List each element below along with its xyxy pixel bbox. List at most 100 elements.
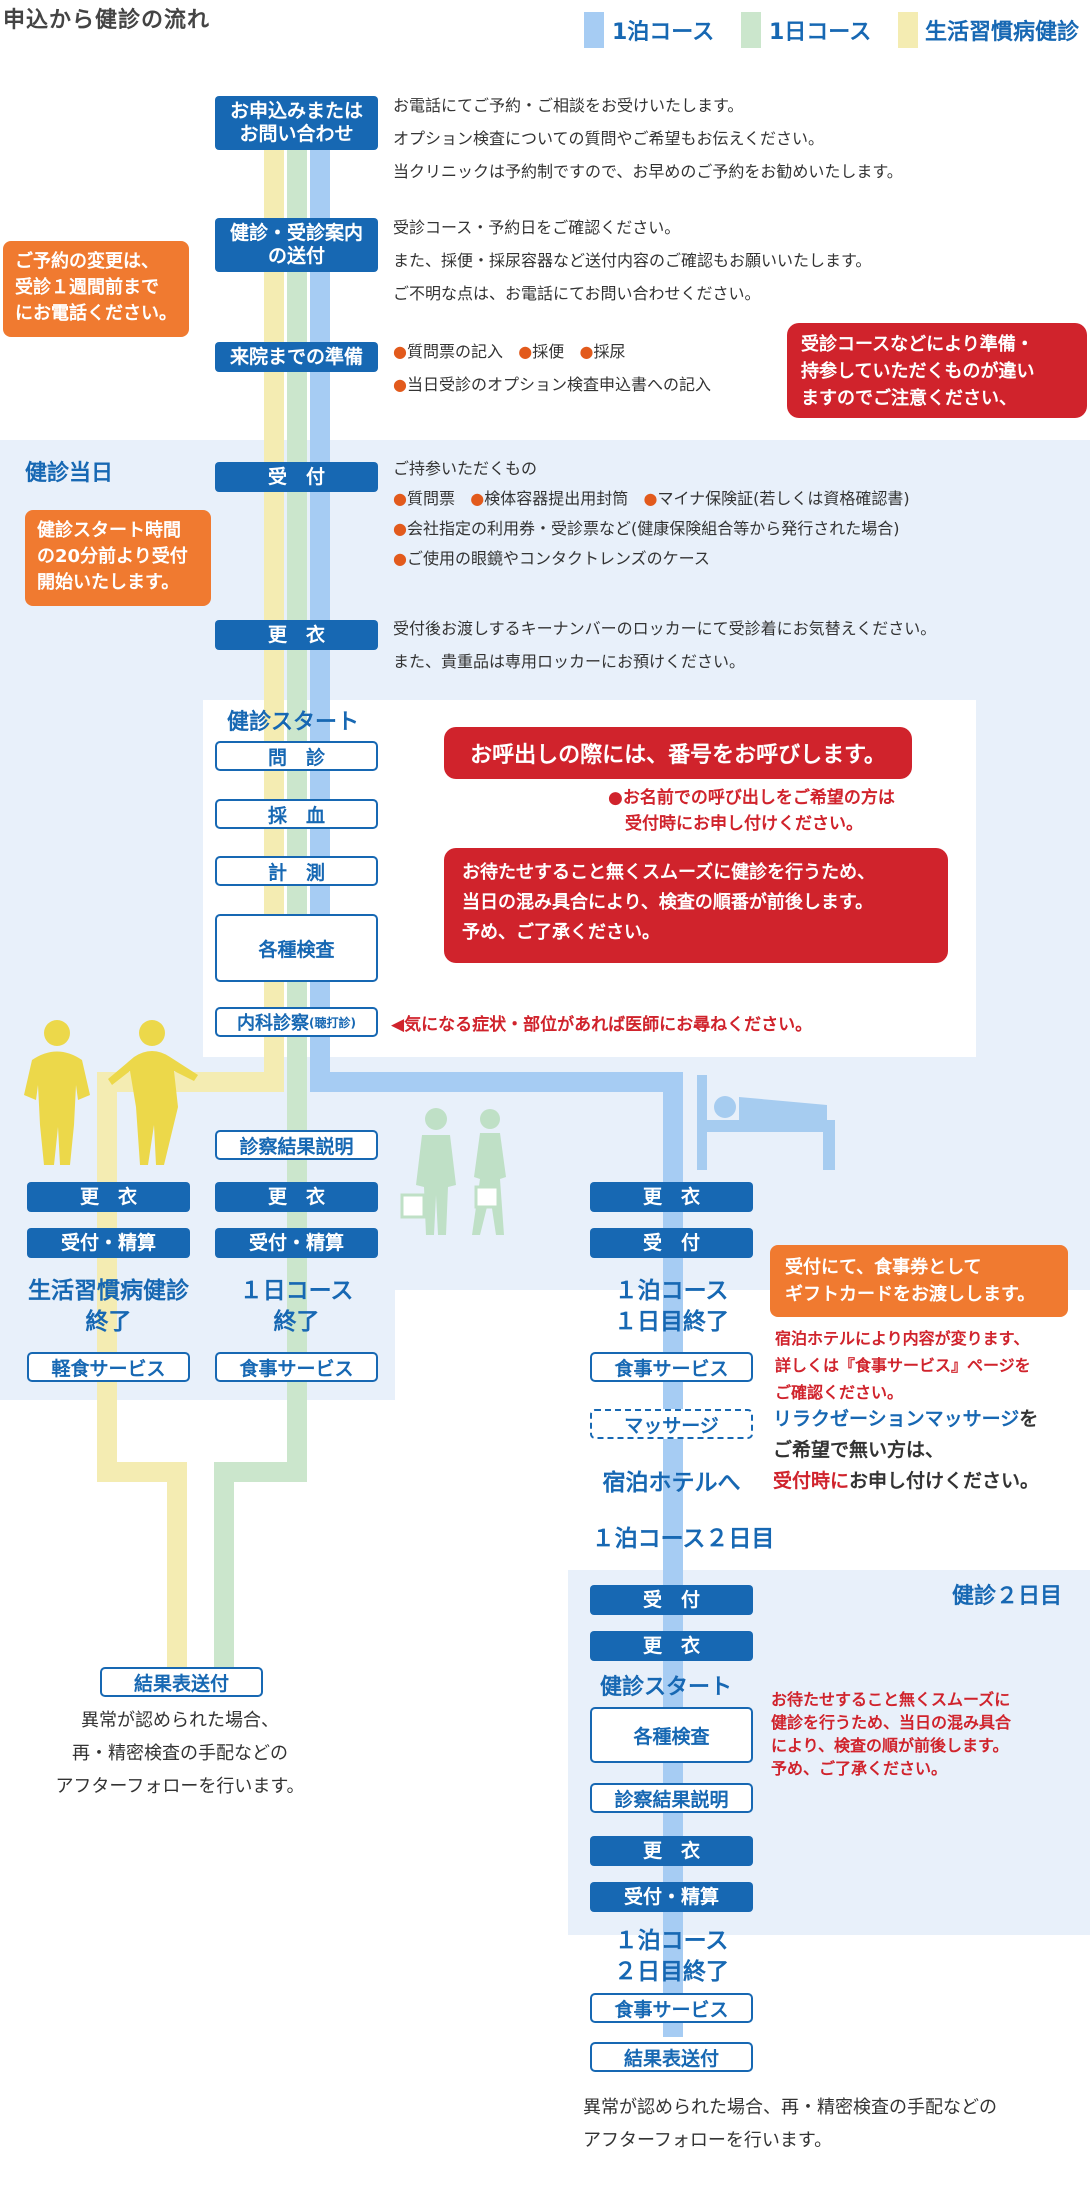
- prep-item: 質問票の記入: [406, 342, 503, 361]
- reception-text: ご持参いただくもの ●質問票 ●検体容器提出用封筒 ●マイナ保険証(若しくは資格…: [393, 454, 910, 574]
- step-interview: 問 診: [215, 741, 378, 771]
- step-exams: 各種検査: [215, 914, 378, 982]
- legend-swatch-day: [741, 12, 761, 48]
- bullet-dot: ●: [643, 489, 658, 508]
- day-payment: 受付・精算: [215, 1228, 378, 1258]
- change-text-line: また、貴重品は専用ロッカーにお預けください。: [393, 652, 746, 671]
- prep-warning: 受診コースなどにより準備・ 持参していただくものが違い ますのでご注意ください、: [787, 323, 1087, 418]
- day2-change: 更 衣: [590, 1631, 753, 1661]
- step-reception: 受 付: [215, 462, 378, 492]
- gift-card-note: 受付にて、食事券として ギフトカードをお渡しします。: [770, 1245, 1068, 1317]
- massage-text: ご希望で無い方は、: [773, 1439, 945, 1461]
- step-blood: 採 血: [215, 799, 378, 829]
- day2-followup: 異常が認められた場合、再・精密検査の手配などの アフターフォローを行います。: [583, 2097, 997, 2151]
- lane-lifestyle-end: [167, 1462, 187, 1670]
- legend-label-overnight: 1泊コース: [612, 20, 715, 45]
- prep-item: 採便: [532, 342, 565, 361]
- bullet-dot: ●: [393, 519, 407, 538]
- day2-result-explain: 診察結果説明: [590, 1783, 753, 1813]
- lane-overnight-turn: [310, 1072, 683, 1092]
- bullet-dot: ●: [393, 549, 407, 568]
- reception-item: 会社指定の利用券・受診票など(健康保険組合等から発行された場合): [406, 519, 900, 538]
- start-time-note: 健診スタート時間 の20分前より受付 開始いたします。: [25, 510, 211, 606]
- overnight-day2-heading: １泊コース２日目: [591, 1526, 775, 1552]
- prep-item: 採尿: [593, 342, 626, 361]
- order-change-note: お待たせすること無くスムーズに健診を行うため、 当日の混み具合により、検査の順番…: [444, 848, 948, 963]
- day2-exams: 各種検査: [590, 1707, 753, 1763]
- massage-text: を: [1019, 1408, 1039, 1430]
- result-send-left: 結果表送付: [100, 1667, 263, 1697]
- guide-text: 受診コース・予約日をご確認ください。 また、採便・採尿容器など送付内容のご確認も…: [393, 211, 871, 310]
- bullet-dot: ●: [393, 375, 407, 394]
- symptoms-note: ◀気になる症状・部位があれば医師にお尋ねください。: [391, 1015, 813, 1035]
- reception-intro: ご持参いただくもの: [393, 459, 538, 478]
- step-guide: 健診・受診案内 の送付: [215, 218, 378, 272]
- day2-end: １泊コース ２日目終了: [614, 1928, 729, 1985]
- day-meal-service: 食事サービス: [215, 1352, 378, 1382]
- step-change: 更 衣: [215, 620, 378, 650]
- day-change: 更 衣: [215, 1182, 378, 1212]
- step-internal: 内科診察(聴打診): [215, 1007, 378, 1037]
- apply-text-line: お電話にてご予約・ご相談をお受けいたします。: [393, 96, 744, 115]
- day2-start-heading: 健診スタート: [600, 1675, 733, 1700]
- reception-item: ご使用の眼鏡やコンタクトレンズのケース: [406, 549, 710, 568]
- day2-reception: 受 付: [590, 1585, 753, 1615]
- massage-option: マッサージ: [590, 1409, 753, 1439]
- start-heading: 健診スタート: [227, 710, 360, 735]
- legend-swatch-overnight: [584, 12, 604, 48]
- massage-link[interactable]: リラクゼーションマッサージ: [773, 1408, 1020, 1430]
- guide-text-line: ご不明な点は、お電話にてお問い合わせください。: [393, 284, 761, 303]
- prep-text: ●質問票の記入 ●採便 ●採尿 ●当日受診のオプション検査申込書への記入: [393, 335, 711, 401]
- business-people-icon: [400, 1108, 506, 1235]
- reception-item: マイナ保険証(若しくは資格確認書): [657, 489, 910, 508]
- to-hotel: 宿泊ホテルへ: [602, 1470, 741, 1496]
- bed-icon: [697, 1075, 835, 1170]
- bullet-dot: ●: [470, 489, 485, 508]
- overnight-meal-service: 食事サービス: [590, 1352, 753, 1382]
- massage-note: リラクゼーションマッサージを ご希望で無い方は、 受付時にお申し付けください。: [773, 1404, 1039, 1497]
- light-meal-service: 軽食サービス: [27, 1352, 190, 1382]
- followup-left: 異常が認められた場合、 再・精密検査の手配などの アフターフォローを行います。: [55, 1710, 305, 1797]
- day2-meal-service: 食事サービス: [590, 1993, 753, 2023]
- legend-label-lifestyle: 生活習慣病健診: [925, 20, 1080, 45]
- day2-order-note: お待たせすること無くスムーズに 健診を行うため、当日の混み具合 により、検査の順…: [771, 1690, 1012, 1778]
- hotel-note: 宿泊ホテルにより内容が変ります、 詳しくは『食事サービス』ページを ご確認くださ…: [775, 1329, 1031, 1402]
- lane-lifestyle-turn2: [97, 1462, 187, 1482]
- step-apply: お申込みまたは お問い合わせ: [215, 96, 378, 150]
- lifestyle-payment: 受付・精算: [27, 1228, 190, 1258]
- day-end: １日コース 終了: [239, 1278, 354, 1335]
- massage-text: お申し付けください。: [849, 1470, 1040, 1492]
- apply-text-line: オプション検査についての質問やご希望もお伝えください。: [393, 129, 825, 148]
- lane-day-turn: [214, 1462, 307, 1482]
- day2-change2: 更 衣: [590, 1836, 753, 1866]
- page-title: 申込から健診の流れ: [3, 8, 211, 33]
- guide-text-line: また、採便・採尿容器など送付内容のご確認もお願いいたします。: [393, 251, 872, 270]
- lane-day-end: [214, 1462, 234, 1670]
- apply-text-line: 当クリニックは予約制ですので、お早めのご予約をお勧めいたします。: [393, 162, 903, 181]
- lifestyle-change: 更 衣: [27, 1182, 190, 1212]
- reception-item: 検体容器提出用封筒: [484, 489, 629, 508]
- call-number-note: お呼出しの際には、番号をお呼びします。: [444, 727, 912, 779]
- massage-text-red: 受付時に: [773, 1470, 850, 1492]
- bullet-dot: ●: [393, 489, 407, 508]
- bullet-dot: ●: [393, 342, 407, 361]
- call-name-note: ●お名前での呼び出しをご希望の方は 受付時にお申し付けください。: [608, 788, 895, 834]
- legend-swatch-lifestyle: [898, 12, 918, 48]
- step-measure: 計 測: [215, 856, 378, 886]
- reschedule-note: ご予約の変更は、 受診１週間前まで にお電話ください。: [3, 241, 189, 337]
- day2-payment: 受付・精算: [590, 1882, 753, 1912]
- step-result-explain: 診察結果説明: [215, 1130, 378, 1160]
- prep-item: 当日受診のオプション検査申込書への記入: [406, 375, 711, 394]
- day2-result-send: 結果表送付: [590, 2042, 753, 2072]
- overnight-change: 更 衣: [590, 1182, 753, 1212]
- step-prep: 来院までの準備: [215, 342, 378, 372]
- day1-heading: 健診当日: [25, 461, 114, 486]
- bullet-dot: ●: [579, 342, 594, 361]
- change-text-line: 受付後お渡しするキーナンバーのロッカーにて受診着にお気替えください。: [393, 619, 937, 638]
- people-figure-icon: [24, 1020, 198, 1165]
- reception-item: 質問票: [406, 489, 455, 508]
- guide-text-line: 受診コース・予約日をご確認ください。: [393, 218, 681, 237]
- legend-label-day: 1日コース: [769, 20, 872, 45]
- internal-sublabel: (聴打診): [309, 1015, 356, 1030]
- bullet-dot: ●: [518, 342, 533, 361]
